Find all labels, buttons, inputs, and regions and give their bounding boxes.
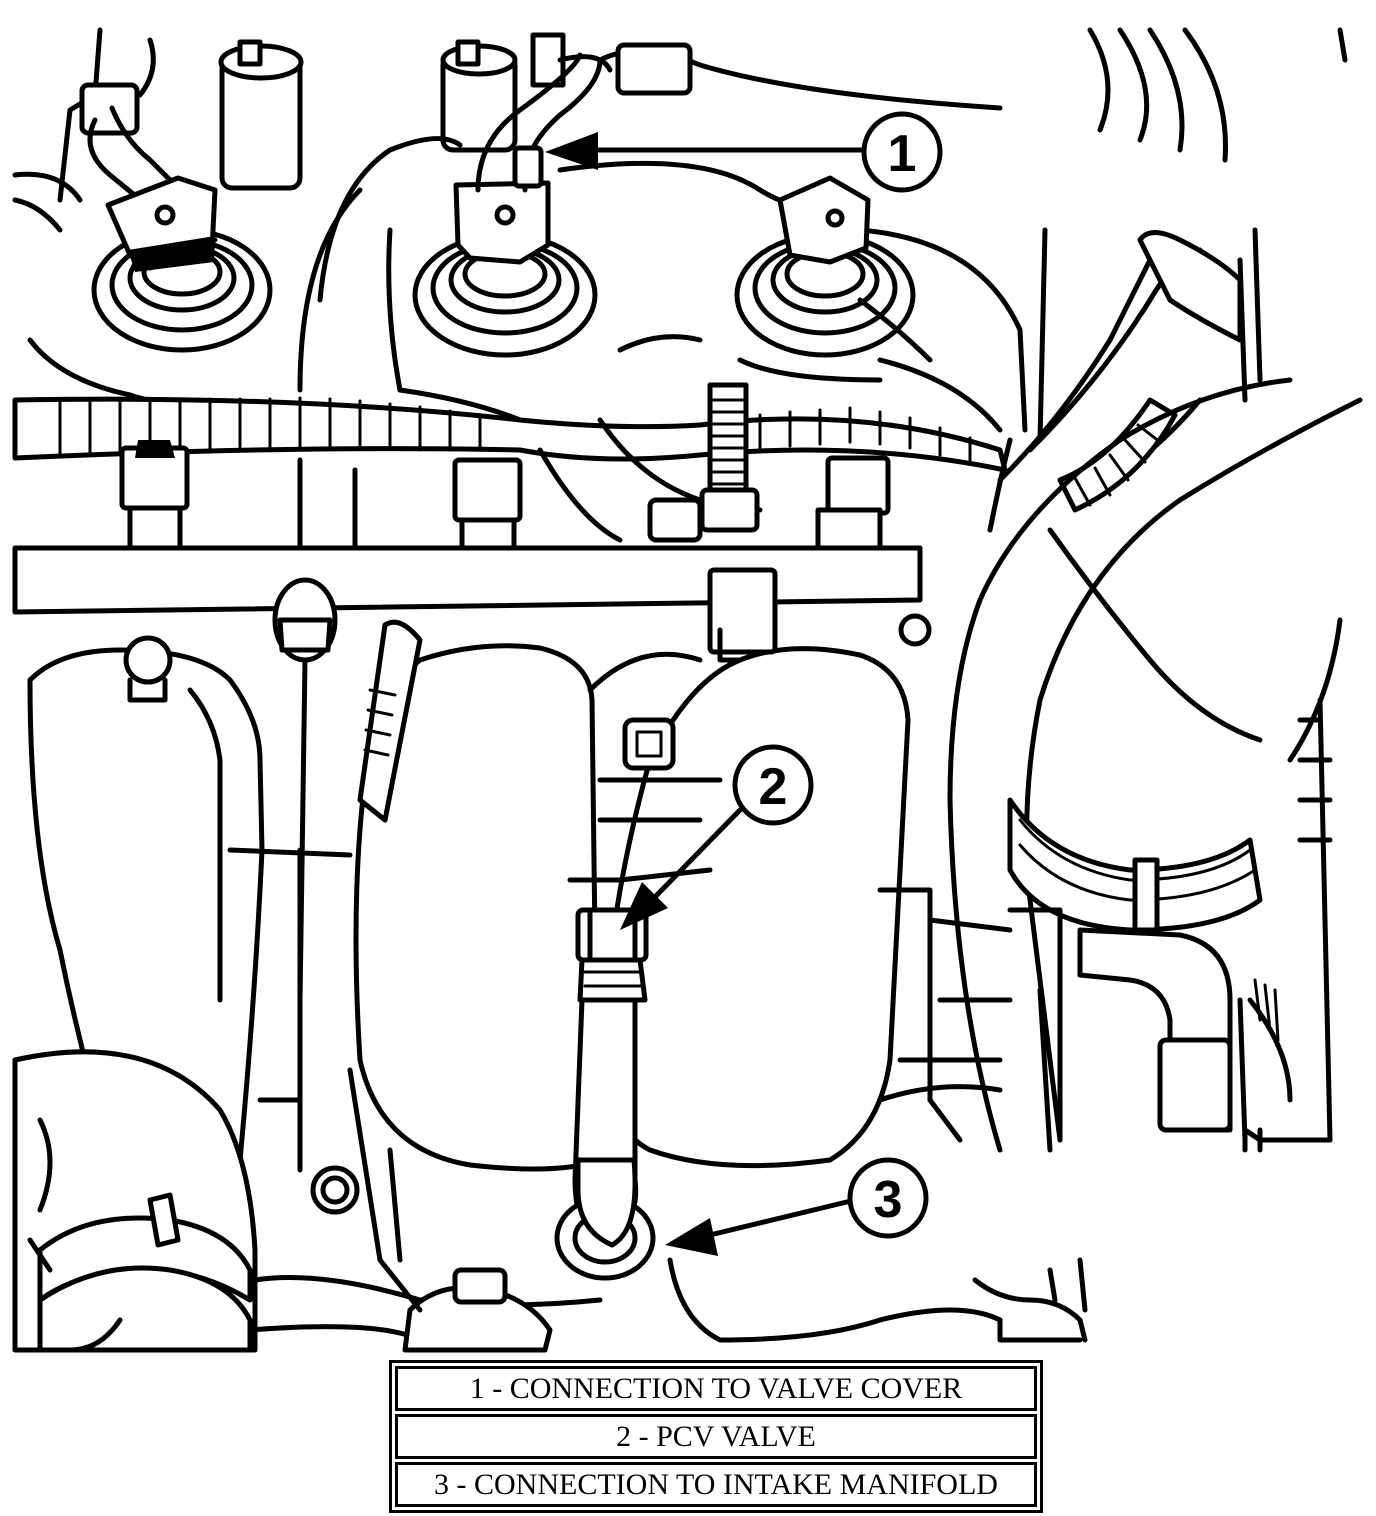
- intake-manifold: [27, 567, 1013, 1215]
- injector-connectors: [119, 440, 891, 553]
- lower-foreground: [12, 1049, 1088, 1353]
- callout-2-number: 2: [759, 758, 788, 816]
- spark-plug-boot-middle: [412, 180, 598, 358]
- legend-item-2: 2 - PCV VALVE: [395, 1414, 1037, 1459]
- pcv-valve-hose: [554, 907, 656, 1281]
- manifold-bolts: [123, 613, 932, 1215]
- callout-3: 3: [847, 1157, 929, 1239]
- harness-clamp-bolt: [699, 382, 760, 533]
- callout-arrows: [545, 132, 871, 1256]
- right-side-hoses: [947, 227, 1363, 1153]
- fuel-rail: [12, 457, 923, 615]
- spark-plug-boot-right: [734, 175, 916, 358]
- legend-item-1: 1 - CONNECTION TO VALVE COVER: [395, 1366, 1037, 1411]
- valve-cover: [27, 136, 1028, 433]
- callout-1-number: 1: [888, 125, 917, 183]
- callout-2: 2: [732, 744, 814, 826]
- callout-3-number: 3: [874, 1171, 903, 1229]
- right-lower-bracket: [1007, 907, 1333, 1153]
- top-background: [12, 27, 1348, 233]
- legend-box: 1 - CONNECTION TO VALVE COVER 2 - PCV VA…: [389, 1360, 1043, 1513]
- valve-cover-hose: [475, 52, 613, 193]
- callout-1: 1: [861, 111, 943, 193]
- legend-item-3: 3 - CONNECTION TO INTAKE MANIFOLD: [395, 1462, 1037, 1507]
- spark-plug-boot-left: [91, 175, 273, 353]
